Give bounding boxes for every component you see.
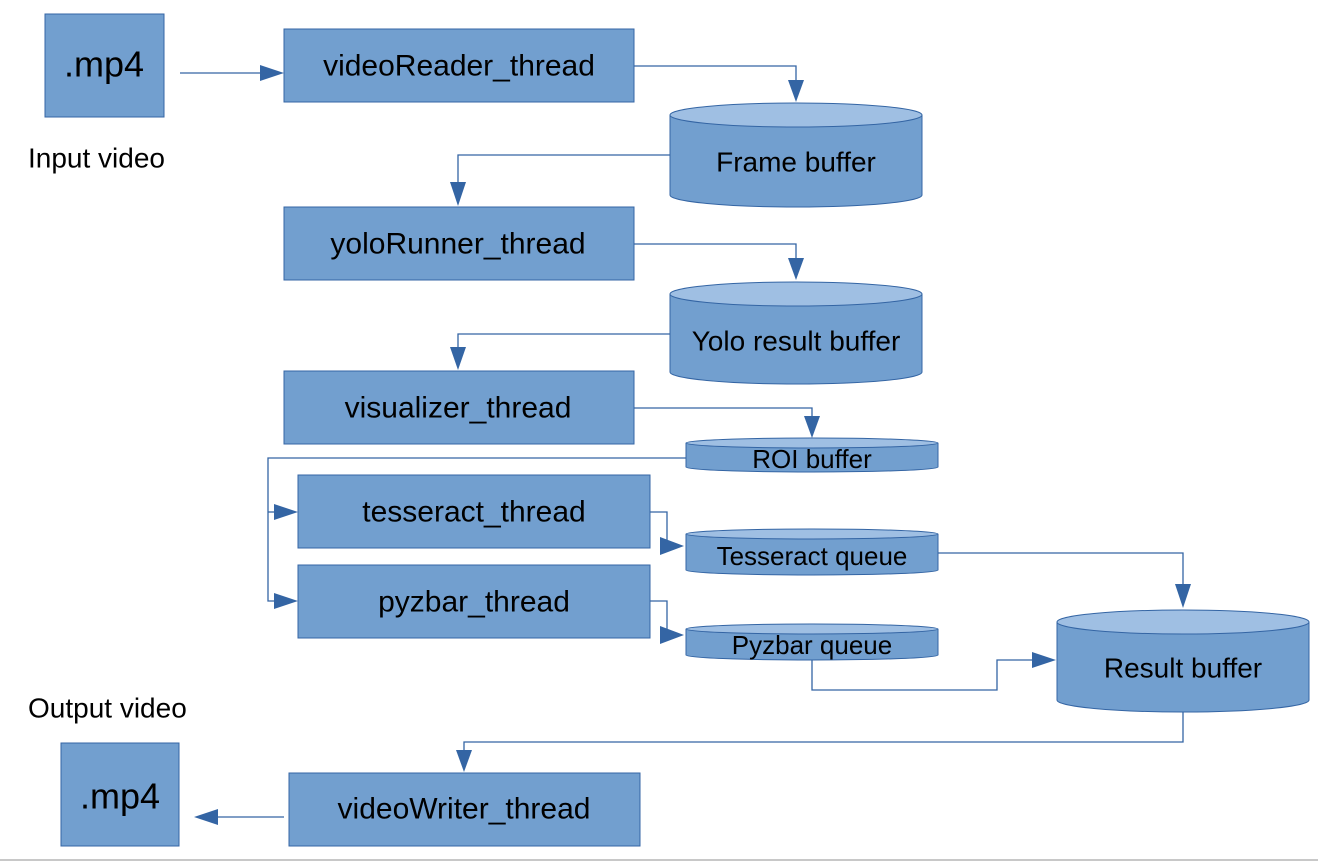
input-file-label: .mp4 — [64, 44, 144, 85]
pyzbar-queue-node: Pyzbar queue — [685, 623, 939, 661]
bottom-divider — [0, 859, 1318, 861]
arrowhead — [788, 258, 804, 280]
videowriter-thread-label: videoWriter_thread — [338, 793, 591, 826]
arrowhead — [194, 809, 218, 825]
arrowhead — [1175, 584, 1191, 608]
pyzbar-thread-label: pyzbar_thread — [378, 586, 570, 619]
arrowhead — [660, 537, 684, 555]
yolo-result-buffer-node: Yolo result buffer — [669, 281, 923, 385]
edge-framebuffer-to-yolorunner — [457, 154, 670, 182]
videoreader-thread-node: videoReader_thread — [283, 28, 635, 103]
output-file-node: .mp4 — [60, 742, 180, 847]
arrowhead — [450, 182, 466, 206]
pyzbar-queue-label: Pyzbar queue — [732, 630, 892, 660]
result-buffer-node: Result buffer — [1056, 609, 1310, 713]
tesseract-queue-node: Tesseract queue — [685, 528, 939, 576]
edge-yolorunner-to-yolobuffer — [634, 243, 797, 260]
edge-roibuffer-to-workers — [267, 457, 686, 602]
output-video-caption: Output video — [28, 693, 187, 724]
tesseract-queue-label: Tesseract queue — [717, 541, 908, 571]
videoreader-thread-label: videoReader_thread — [323, 50, 595, 83]
yolo-result-buffer-label: Yolo result buffer — [692, 326, 901, 357]
edge-tesseractqueue-to-result — [938, 552, 1184, 586]
yolorunner-thread-node: yoloRunner_thread — [283, 206, 635, 281]
pyzbar-thread-node: pyzbar_thread — [297, 564, 651, 639]
arrowhead — [450, 347, 466, 370]
yolorunner-thread-label: yoloRunner_thread — [330, 228, 585, 261]
arrowhead — [260, 65, 284, 81]
roi-buffer-label: ROI buffer — [752, 444, 872, 474]
tesseract-thread-label: tesseract_thread — [362, 496, 585, 529]
connectors — [180, 65, 1191, 825]
visualizer-thread-node: visualizer_thread — [283, 370, 635, 445]
visualizer-thread-label: visualizer_thread — [345, 392, 572, 425]
edge-pyzbarqueue-to-result — [811, 658, 1034, 691]
edge-result-to-videowriter — [463, 712, 1184, 750]
edge-yolobuffer-to-visualizer — [457, 333, 670, 347]
roi-buffer-node: ROI buffer — [685, 437, 939, 474]
output-file-label: .mp4 — [80, 776, 160, 817]
arrowhead — [274, 504, 298, 520]
arrowhead — [1032, 652, 1056, 668]
arrowhead — [660, 626, 684, 644]
arrowhead — [274, 593, 298, 609]
result-buffer-label: Result buffer — [1104, 653, 1262, 684]
arrowhead — [456, 750, 472, 772]
edge-videoreader-to-framebuffer — [634, 65, 797, 82]
tesseract-thread-node: tesseract_thread — [297, 474, 651, 549]
edge-visualizer-to-roibuffer — [634, 407, 813, 418]
input-video-caption: Input video — [28, 143, 165, 174]
videowriter-thread-node: videoWriter_thread — [288, 772, 641, 847]
arrowhead — [788, 80, 804, 102]
arrowhead — [804, 416, 820, 438]
frame-buffer-node: Frame buffer — [669, 102, 923, 208]
frame-buffer-label: Frame buffer — [716, 147, 876, 178]
input-file-node: .mp4 — [44, 13, 165, 118]
